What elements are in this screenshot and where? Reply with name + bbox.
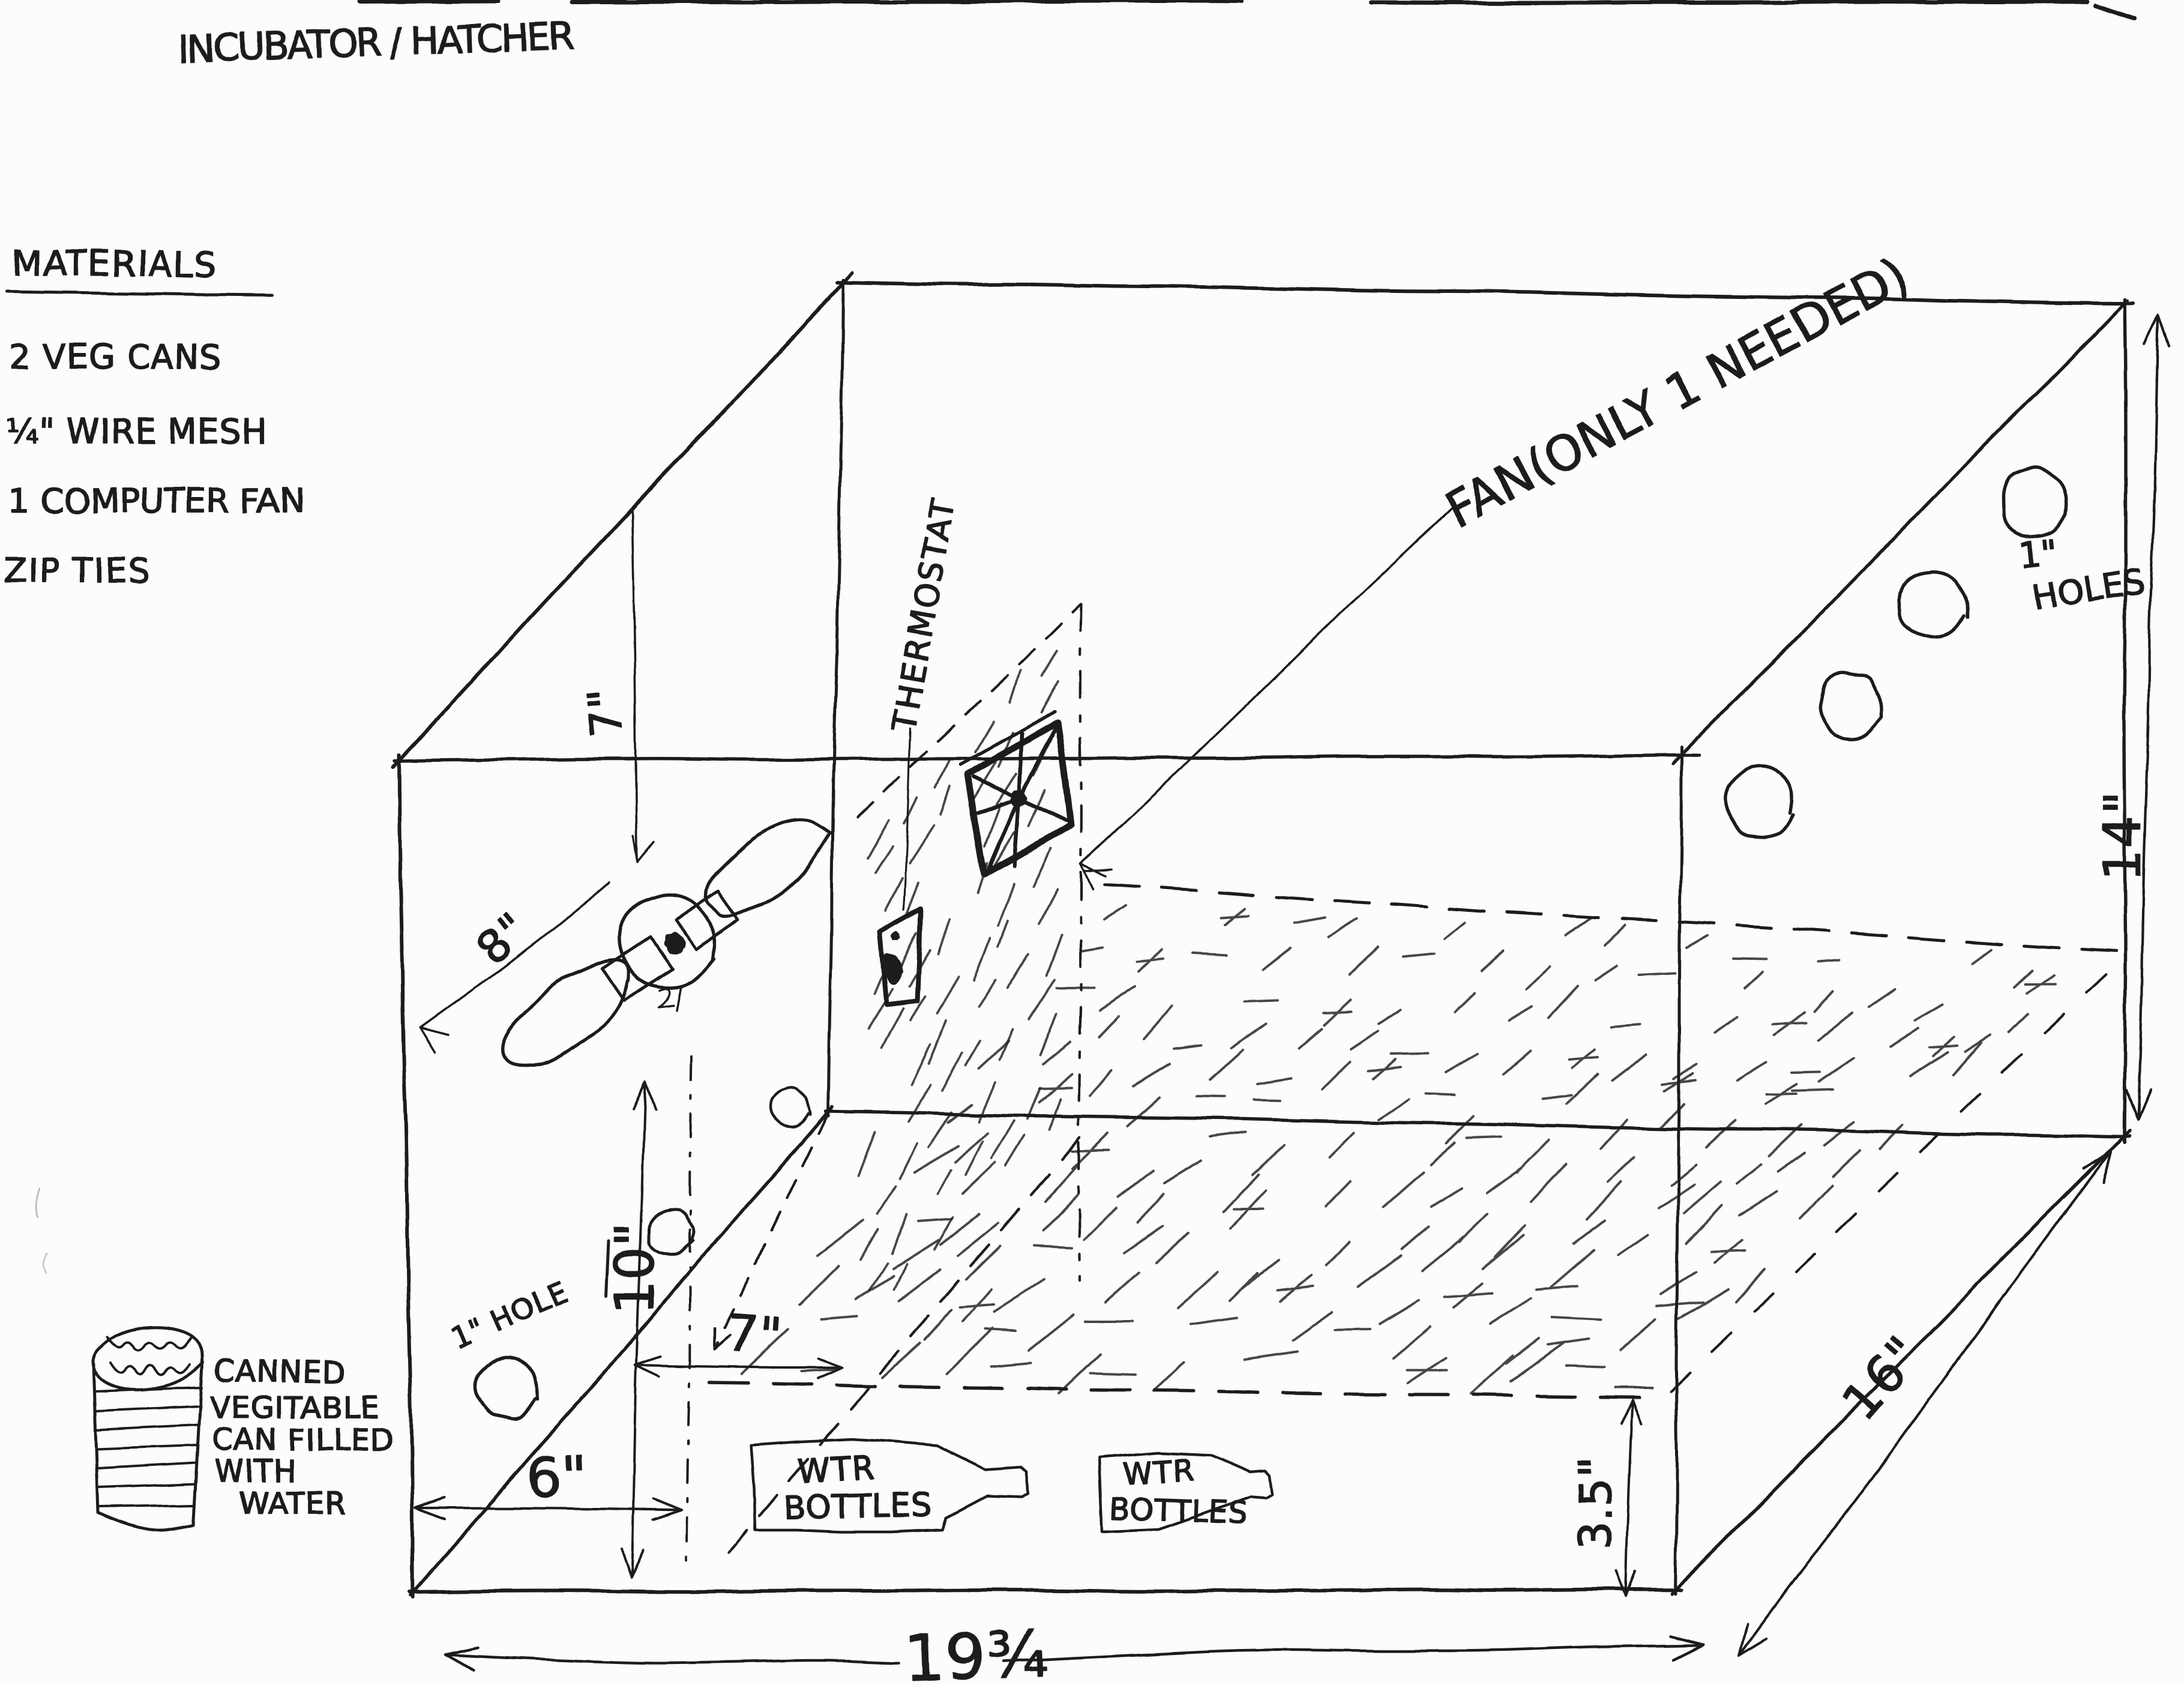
page-title: INCUBATOR / HATCHER bbox=[178, 14, 574, 71]
materials-item-4: ZIP TIES bbox=[4, 552, 150, 591]
bottle-1-label-line2: BOTTLES bbox=[783, 1486, 933, 1527]
dim-line-overall-height bbox=[2125, 313, 2171, 1122]
mesh-back-edge bbox=[1103, 882, 2125, 953]
pencil-smudge-2 bbox=[42, 1252, 48, 1274]
divider-front-guide bbox=[685, 1055, 693, 1568]
dim-overall-width-label: 19¾ bbox=[903, 1618, 1051, 1685]
propeller-motor bbox=[601, 889, 740, 1002]
edge-front-right bbox=[1674, 745, 1683, 1595]
edge-top-back bbox=[835, 280, 2135, 306]
vent-hole-right-3 bbox=[1818, 671, 1884, 742]
divider-hidden-edge bbox=[712, 1114, 829, 1351]
dim-fan-top-label: 7" bbox=[577, 685, 634, 740]
scan-edge-artifact bbox=[358, 0, 2137, 20]
vent-hole-right-1 bbox=[2002, 464, 2068, 538]
fan-leader-line bbox=[1079, 504, 1456, 890]
dim-line-fan-from-front bbox=[419, 881, 611, 1054]
computer-fan-frame bbox=[964, 719, 1074, 878]
can-top bbox=[91, 1325, 205, 1391]
dim-underline-divider-height bbox=[604, 1238, 610, 1298]
edge-top-right bbox=[1671, 299, 2129, 765]
materials-item-3: 1 COMPUTER FAN bbox=[8, 482, 304, 521]
can-ribs bbox=[93, 1386, 203, 1508]
dim-line-overall-width bbox=[444, 1635, 1705, 1672]
water-bottle-1 bbox=[749, 1438, 1030, 1534]
dim-line-overall-depth bbox=[1737, 1150, 2113, 1657]
mesh-right-edge bbox=[1669, 966, 2116, 1393]
dim-fan-front-label: 8" bbox=[467, 903, 538, 975]
water-bottle-2 bbox=[1097, 1451, 1274, 1534]
pencil-smudge-1 bbox=[35, 1187, 41, 1217]
materials-heading: MATERIALS bbox=[12, 243, 217, 285]
can-water-squiggle bbox=[106, 1336, 193, 1376]
vent-hole-divider bbox=[769, 1087, 812, 1129]
mesh-front-edge bbox=[708, 1381, 1664, 1399]
computer-fan-blades bbox=[970, 726, 1068, 870]
edge-bottom-front bbox=[408, 1587, 1683, 1594]
dim-divider-height-label: 10" bbox=[604, 1221, 666, 1314]
thermostat-dot bbox=[891, 932, 901, 941]
propeller-blade-upper bbox=[704, 818, 834, 918]
materials-underline bbox=[4, 290, 273, 297]
thermostat-label: THERMOSTAT bbox=[885, 495, 963, 734]
edge-back-right bbox=[2122, 298, 2128, 1144]
divider-mesh-hatching bbox=[857, 650, 1063, 1291]
dim-line-mesh-height bbox=[1615, 1399, 1643, 1597]
vent-hole-left-upper bbox=[648, 1207, 696, 1257]
divider-top-edge bbox=[855, 602, 1082, 819]
computer-fan-frame-accent bbox=[958, 710, 1056, 767]
edge-floor-right bbox=[1670, 1129, 2131, 1595]
dim-line-mesh-offset bbox=[634, 1355, 844, 1379]
can-note-line4: WITH bbox=[215, 1454, 296, 1489]
left-hole-label: 1" HOLE bbox=[447, 1275, 573, 1356]
vent-hole-right-2 bbox=[1897, 570, 1970, 639]
right-holes-size-label: 1" bbox=[2017, 532, 2059, 576]
dim-line-divider-height bbox=[620, 1081, 657, 1579]
divider-front-edge bbox=[1077, 602, 1083, 1282]
bottle-2-label-line1: WTR bbox=[1122, 1453, 1196, 1492]
bottle-2-label-line2: BOTTLES bbox=[1109, 1491, 1249, 1531]
can-note-line2: VEGITABLE bbox=[210, 1390, 380, 1425]
dim-mesh-height-label: 3.5" bbox=[1570, 1456, 1622, 1550]
edge-top-left bbox=[391, 271, 855, 768]
dim-line-fan-from-top bbox=[631, 508, 655, 863]
bottle-1-label-line1: WTR bbox=[796, 1448, 876, 1491]
propeller-blade-lower bbox=[501, 958, 631, 1068]
can-note-line3: CAN FILLED bbox=[212, 1423, 394, 1457]
edge-bottom-back bbox=[824, 1110, 2131, 1139]
dim-divider-offset-label: 6" bbox=[525, 1444, 589, 1510]
edge-top-front bbox=[393, 753, 1701, 762]
divider-bottom-edge bbox=[723, 1136, 1081, 1559]
materials-item-1: 2 VEG CANS bbox=[10, 338, 221, 377]
sketch-strokes: INCUBATOR / HATCHER MATERIALS 2 VEG CANS… bbox=[3, 0, 2171, 1685]
dim-overall-height-label: 14" bbox=[2093, 790, 2152, 881]
edge-front-left bbox=[397, 753, 415, 1599]
thermostat-detail bbox=[883, 952, 903, 985]
computer-fan-hub bbox=[1010, 789, 1027, 807]
thermostat-wire bbox=[903, 726, 912, 911]
can-note-line1: CANNED bbox=[214, 1353, 346, 1390]
vent-hole-right-4 bbox=[1725, 764, 1795, 839]
propeller-hub bbox=[618, 893, 717, 989]
wire-mesh-floor-hatching bbox=[740, 905, 2056, 1395]
propeller-mark bbox=[657, 987, 681, 1012]
can-note-line5: WATER bbox=[239, 1486, 346, 1521]
edge-back-left bbox=[826, 278, 845, 1118]
dim-mesh-offset-label: 7" bbox=[724, 1304, 785, 1366]
propeller-motor-center bbox=[663, 931, 685, 954]
thermostat-body bbox=[877, 906, 923, 1007]
vent-hole-left-labeled bbox=[474, 1355, 540, 1421]
materials-item-2: ¼" WIRE MESH bbox=[6, 412, 267, 451]
dim-line-divider-offset bbox=[414, 1496, 684, 1522]
